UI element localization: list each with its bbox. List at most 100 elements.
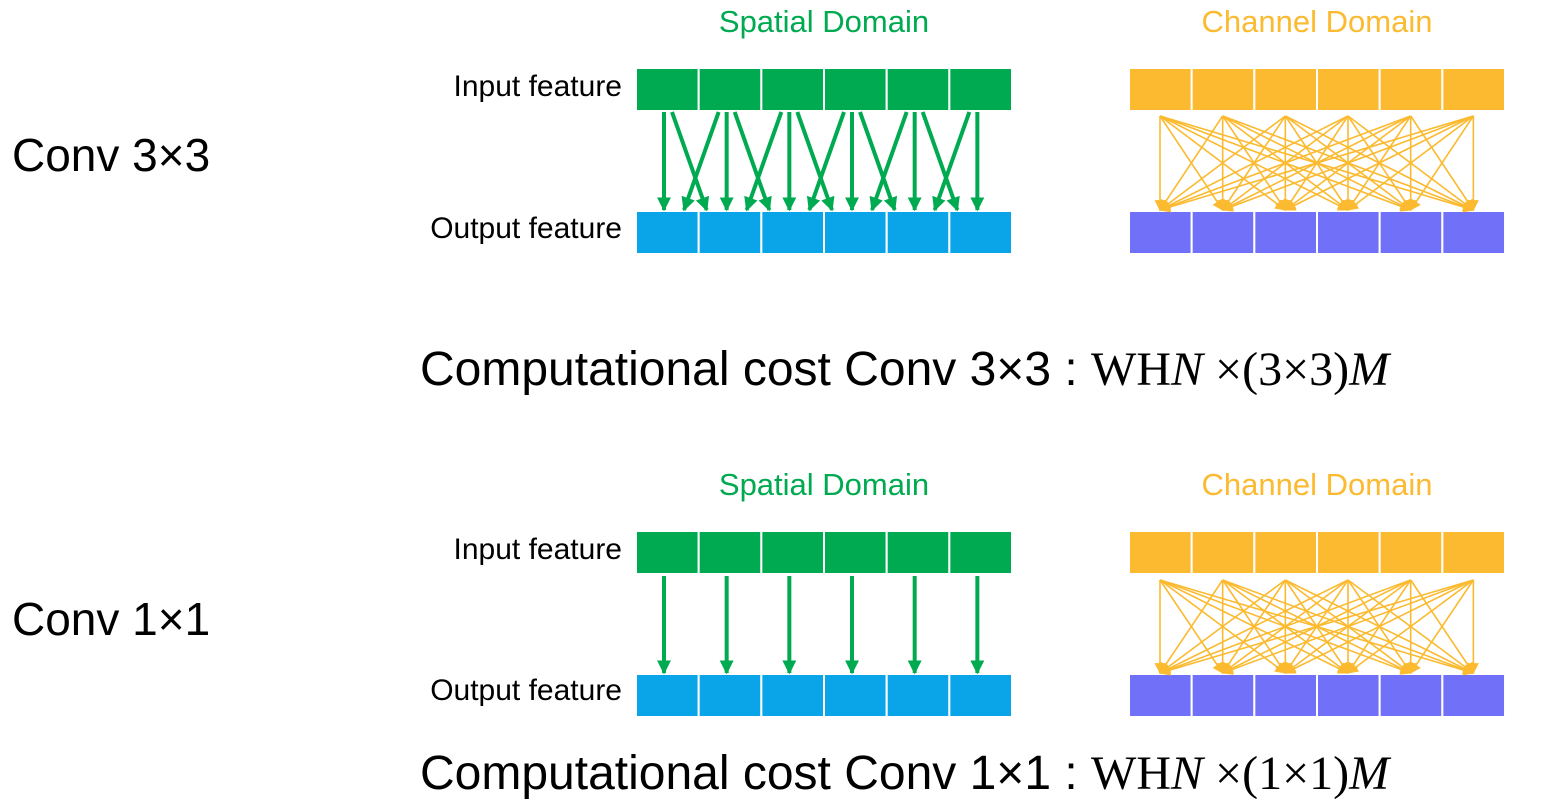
cost-m: M xyxy=(1349,747,1390,800)
channel-input-feature-cell xyxy=(1378,530,1444,575)
channel-arrow xyxy=(1159,579,1286,674)
channel-input-feature-cell xyxy=(1128,530,1193,575)
spatial-arrow xyxy=(744,111,784,212)
channel-arrow xyxy=(1158,115,1474,213)
channel-output-feature-cell xyxy=(1441,673,1507,718)
channel-input-feature-cell xyxy=(1190,67,1256,112)
cost-formula-conv1x1: Computational cost Conv 1×1 : WHN ×(1×1)… xyxy=(420,746,1389,801)
channel-output-feature-cell xyxy=(1253,210,1319,255)
spatial-output-feature-cell xyxy=(635,673,700,718)
channel-output-feature-cell xyxy=(1316,210,1381,255)
channel-input-feature-cell xyxy=(1316,530,1381,575)
channel-input-feature-cell xyxy=(1316,67,1381,112)
spatial-output-feature-cell xyxy=(948,210,1014,255)
spatial-domain-title-2: Spatial Domain xyxy=(718,467,930,502)
channel-arrow xyxy=(1159,115,1349,211)
channel-domain-title-2: Channel Domain xyxy=(1201,467,1433,502)
spatial-input-feature-cell xyxy=(885,530,951,575)
channel-input-feature-cell xyxy=(1253,530,1319,575)
channel-arrow xyxy=(1221,115,1474,212)
spatial-arrow xyxy=(732,111,772,212)
cost-times: × xyxy=(1203,343,1243,396)
channel-arrow xyxy=(1158,579,1411,675)
conv1x1-label: Conv 1×1 xyxy=(12,593,211,645)
spatial-output-feature-cell xyxy=(885,210,951,255)
channel-arrow xyxy=(1159,579,1349,674)
channel-arrow xyxy=(1159,115,1224,211)
channel-input-feature-cell xyxy=(1190,530,1256,575)
spatial-arrow xyxy=(806,111,846,212)
spatial-output-feature-cell xyxy=(635,210,700,255)
channel-arrow xyxy=(1284,579,1474,674)
cost-n: N xyxy=(1171,343,1204,396)
spatial-output-feature-cell xyxy=(697,673,763,718)
cost-formula-conv3x3: Computational cost Conv 3×3 : WHN ×(3×3)… xyxy=(420,342,1389,397)
spatial-input-feature-cell xyxy=(885,67,951,112)
channel-input-feature-cell xyxy=(1128,67,1193,112)
spatial-input-feature-cell xyxy=(823,530,888,575)
input-feature-label-2: Input feature xyxy=(453,533,622,566)
channel-output-feature-cell xyxy=(1128,673,1193,718)
spatial-output-feature-cell xyxy=(948,673,1014,718)
cost-n: N xyxy=(1171,747,1204,800)
channel-output-feature-cell xyxy=(1378,673,1444,718)
output-feature-label-1: Output feature xyxy=(430,212,622,245)
conv3x3-label: Conv 3×3 xyxy=(12,129,211,181)
spatial-arrow xyxy=(670,111,710,212)
channel-arrow xyxy=(1159,115,1286,211)
spatial-arrow xyxy=(920,111,960,212)
channel-arrow xyxy=(1221,579,1474,675)
cost-text: Computational cost Conv 1×1 : xyxy=(420,747,1092,800)
channel-arrow xyxy=(1159,579,1224,674)
channel-arrow xyxy=(1158,115,1411,212)
spatial-input-feature-cell xyxy=(635,67,700,112)
channel-output-feature-cell xyxy=(1316,673,1381,718)
spatial-output-feature-cell xyxy=(760,210,826,255)
channel-output-feature-cell xyxy=(1190,673,1256,718)
spatial-input-feature-cell xyxy=(948,67,1014,112)
spatial-input-feature-cell xyxy=(635,530,700,575)
channel-input-feature-cell xyxy=(1441,67,1507,112)
input-feature-label-1: Input feature xyxy=(453,70,622,103)
spatial-input-feature-cell xyxy=(760,530,826,575)
output-feature-label-2: Output feature xyxy=(430,674,622,707)
cost-m: M xyxy=(1349,343,1390,396)
channel-input-feature-cell xyxy=(1441,530,1507,575)
spatial-domain-title-1: Spatial Domain xyxy=(718,4,930,39)
cost-text: Computational cost Conv 3×3 : xyxy=(420,343,1092,396)
cost-wh: WH xyxy=(1091,343,1172,396)
channel-arrow xyxy=(1284,115,1474,211)
channel-output-feature-cell xyxy=(1190,210,1256,255)
channel-arrow xyxy=(1347,579,1474,674)
spatial-output-feature-cell xyxy=(885,673,951,718)
cost-kernel: (3×3) xyxy=(1242,343,1350,396)
spatial-input-feature-cell xyxy=(948,530,1014,575)
spatial-output-feature-cell xyxy=(697,210,763,255)
channel-arrow xyxy=(1347,115,1474,211)
spatial-input-feature-cell xyxy=(697,530,763,575)
cost-wh: WH xyxy=(1091,747,1172,800)
channel-output-feature-cell xyxy=(1128,210,1193,255)
channel-arrow xyxy=(1410,115,1475,211)
cost-times: × xyxy=(1203,747,1243,800)
spatial-arrow xyxy=(869,111,909,212)
spatial-arrow xyxy=(858,111,898,212)
channel-input-feature-cell xyxy=(1253,67,1319,112)
spatial-input-feature-cell xyxy=(823,67,888,112)
spatial-arrow xyxy=(932,111,972,212)
channel-output-feature-cell xyxy=(1441,210,1507,255)
channel-arrow xyxy=(1158,579,1474,676)
spatial-input-feature-cell xyxy=(697,67,763,112)
spatial-arrow xyxy=(795,111,835,212)
spatial-input-feature-cell xyxy=(760,67,826,112)
channel-output-feature-cell xyxy=(1253,673,1319,718)
channel-arrow xyxy=(1410,579,1475,674)
spatial-output-feature-cell xyxy=(823,673,888,718)
spatial-arrow xyxy=(681,111,721,212)
channel-output-feature-cell xyxy=(1378,210,1444,255)
channel-domain-title-1: Channel Domain xyxy=(1201,4,1433,39)
spatial-output-feature-cell xyxy=(760,673,826,718)
channel-input-feature-cell xyxy=(1378,67,1444,112)
cost-kernel: (1×1) xyxy=(1242,747,1350,800)
